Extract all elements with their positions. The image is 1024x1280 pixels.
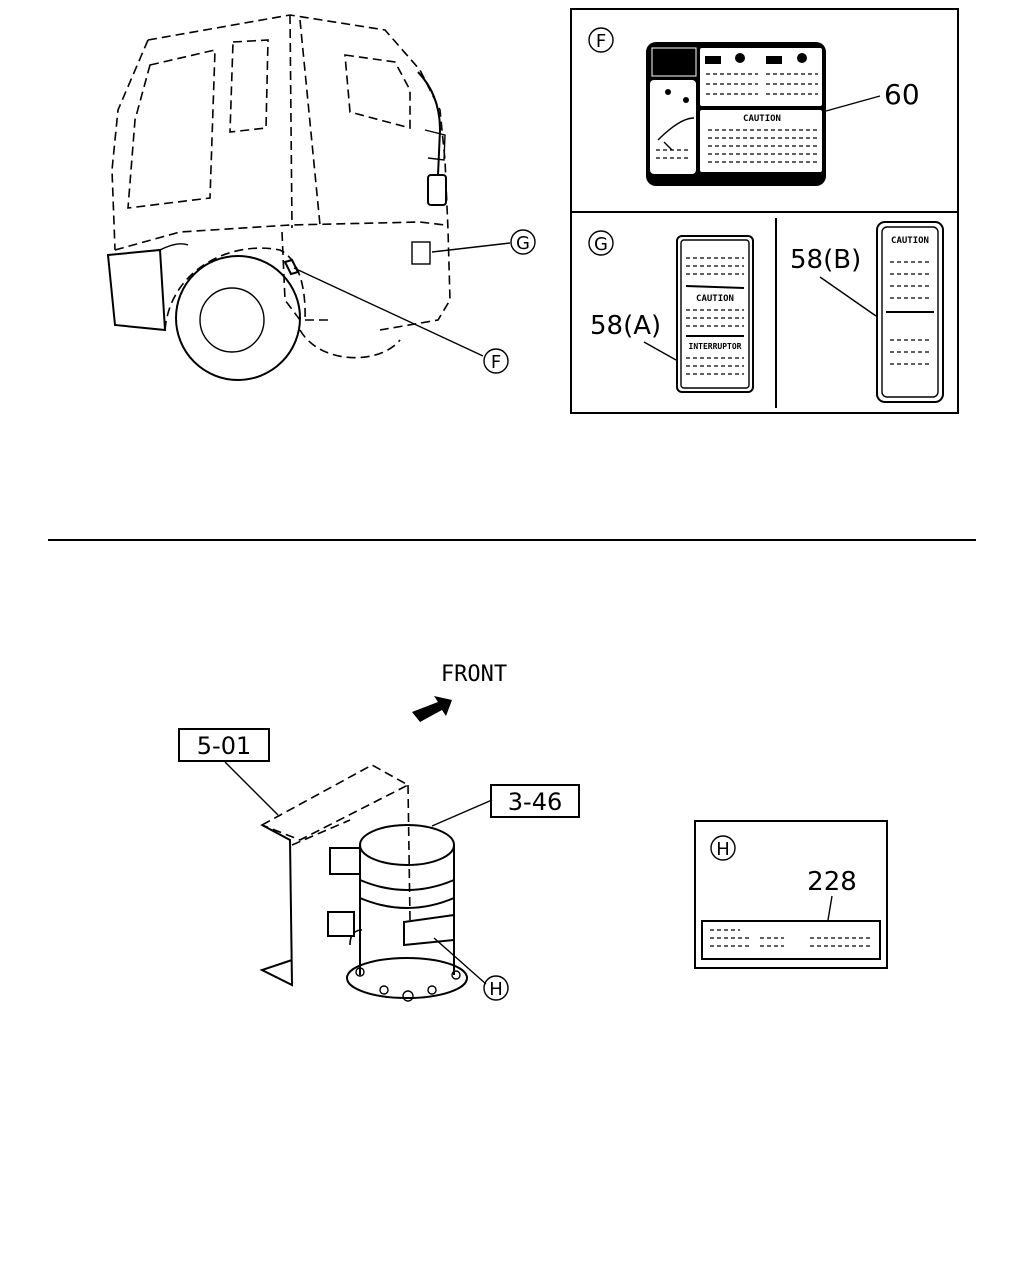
decal-60-caution-text: CAUTION [743, 114, 781, 124]
ref-5-01-label: 5-01 [197, 732, 251, 760]
detail-g-label: G [594, 234, 608, 255]
callout-f-circle [483, 348, 509, 374]
callout-f-label: F [491, 352, 501, 373]
detail-f-label: F [596, 31, 606, 52]
callout-g-circle [510, 229, 536, 255]
decal-58b: CAUTION [876, 221, 944, 403]
ref-3-46-label: 3-46 [508, 788, 562, 816]
detail-h-label: H [716, 839, 730, 860]
air-dryer-illustration [259, 764, 468, 1002]
part-60-label: 60 [884, 78, 920, 111]
detail-panel-g: G CAUTION INTERRUPTOR 58(A) CAUTION [588, 221, 944, 403]
detail-panel-f: F CAUTION 60 [588, 27, 920, 186]
decal-58b-caution-text: CAUTION [891, 236, 929, 246]
front-label: FRONT [441, 662, 507, 687]
front-indicator: FRONT [412, 662, 507, 722]
decal-58a-interruptor-text: INTERRUPTOR [689, 342, 742, 351]
truck-cab-illustration: G F [106, 14, 536, 381]
part-228-label: 228 [807, 867, 857, 897]
part-58a-label: 58(A) [590, 311, 661, 341]
ref-box-3-46: 3-46 [490, 784, 580, 818]
ref-box-5-01: 5-01 [178, 728, 270, 762]
callout-g-label: G [516, 233, 530, 254]
detail-panel-h: H 228 [694, 820, 888, 969]
decal-228 [701, 920, 881, 960]
decal-58a-caution-text: CAUTION [696, 294, 734, 304]
decal-detail-box: F CAUTION 60 [570, 8, 959, 414]
front-arrow-icon [412, 696, 452, 722]
part-58b-label: 58(B) [790, 245, 861, 275]
callout-h-label: H [489, 979, 503, 1000]
decal-60: CAUTION [646, 42, 826, 186]
decal-58a: CAUTION INTERRUPTOR [676, 235, 754, 393]
